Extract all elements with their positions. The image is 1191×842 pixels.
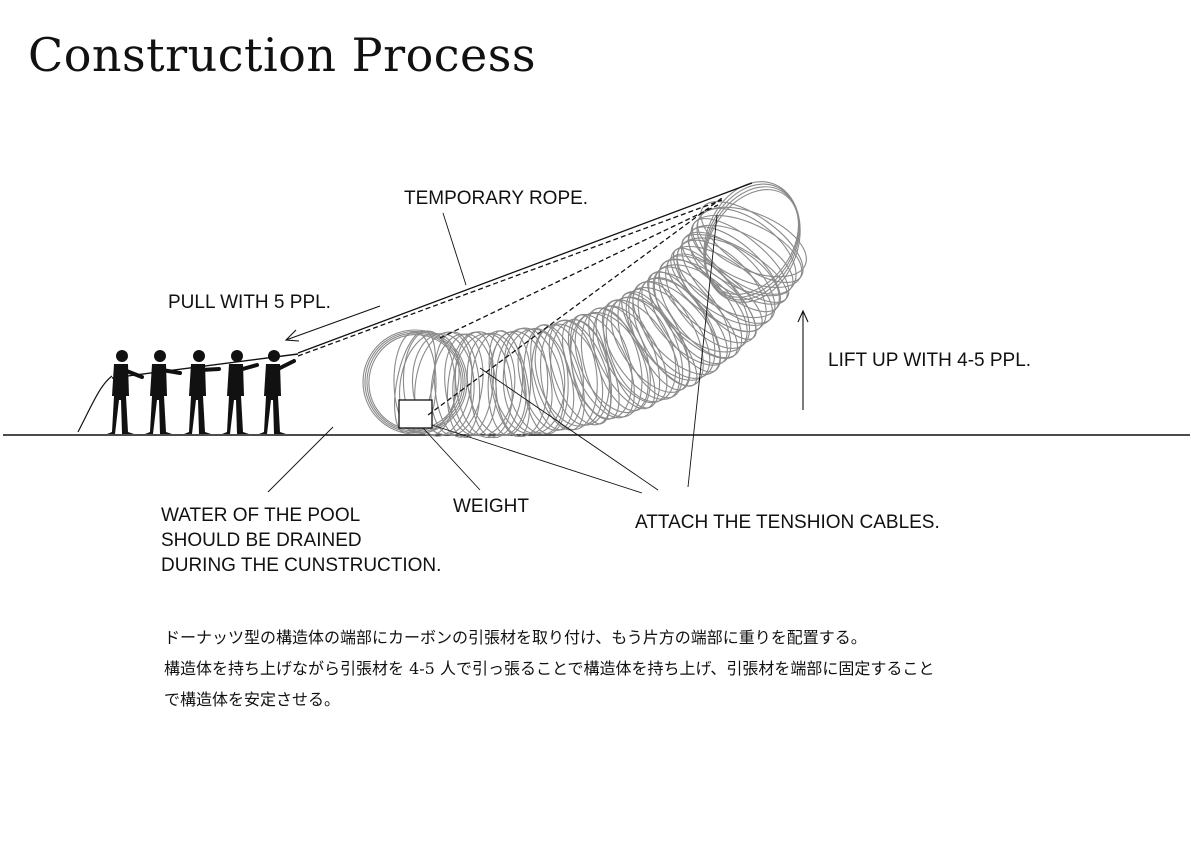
lift-arrow xyxy=(797,309,809,410)
tube-end-ring xyxy=(704,186,800,298)
tube-ring xyxy=(411,333,475,436)
person-silhouette xyxy=(222,350,259,434)
leader-lines xyxy=(267,212,718,494)
tube-ring xyxy=(700,201,804,283)
label-temporary-rope: TEMPORARY ROPE. xyxy=(404,188,589,209)
person-silhouette xyxy=(184,350,221,434)
tension-cable-2 xyxy=(427,197,723,416)
tube-end-ring xyxy=(364,330,466,434)
pulling-crew xyxy=(107,350,299,434)
leader-water xyxy=(267,426,334,493)
label-pull: PULL WITH 5 PPL. xyxy=(168,292,331,313)
description-line-1: ドーナッツ型の構造体の端部にカーボンの引張材を取り付け、もう片方の端部に重りを配… xyxy=(164,628,867,647)
description-japanese: ドーナッツ型の構造体の端部にカーボンの引張材を取り付け、もう片方の端部に重りを配… xyxy=(164,622,1064,715)
tube-end-ring xyxy=(704,183,800,301)
leader-weight xyxy=(422,427,481,491)
label-water-line-3: DURING THE CUNSTRUCTION. xyxy=(161,555,442,576)
person-silhouette xyxy=(259,350,296,434)
hand-rope xyxy=(111,353,299,379)
tube-end-ring xyxy=(704,189,800,295)
rope-tail xyxy=(77,375,113,433)
tension-cables xyxy=(297,197,723,416)
description-line-2: 構造体を持ち上げながら引張材を 4-5 人で引っ張ることで構造体を持ち上げ、引張… xyxy=(164,659,935,678)
tension-cable-1 xyxy=(297,199,723,357)
leader-cable-c xyxy=(687,214,718,488)
page-title: Construction Process xyxy=(28,28,536,82)
label-water: WATER OF THE POOL SHOULD BE DRAINED DURI… xyxy=(161,503,441,578)
person-silhouette xyxy=(107,350,144,434)
pull-arrow xyxy=(284,305,381,342)
person-silhouette xyxy=(145,350,182,434)
description-line-3: で構造体を安定させる。 xyxy=(164,690,341,709)
label-water-line-2: SHOULD BE DRAINED xyxy=(161,530,362,551)
leader-cable-a xyxy=(431,424,643,494)
label-weight: WEIGHT xyxy=(453,496,529,517)
tension-cable-3 xyxy=(439,204,719,339)
tube-ring xyxy=(588,307,656,410)
label-water-line-1: WATER OF THE POOL xyxy=(161,505,361,526)
temporary-rope xyxy=(297,182,753,354)
leader-rope xyxy=(442,212,467,286)
tube-end-ring xyxy=(703,181,801,303)
tube-ring xyxy=(433,331,481,438)
label-cables: ATTACH THE TENSHION CABLES. xyxy=(635,512,940,533)
tube-end-ring xyxy=(362,329,468,435)
tube-ring xyxy=(466,332,527,436)
label-lift: LIFT UP WITH 4-5 PPL. xyxy=(828,350,1032,371)
leader-cable-b xyxy=(479,367,659,491)
weight-box xyxy=(398,399,433,429)
tube-ring xyxy=(697,206,807,278)
coiled-tube-structure xyxy=(362,181,807,439)
